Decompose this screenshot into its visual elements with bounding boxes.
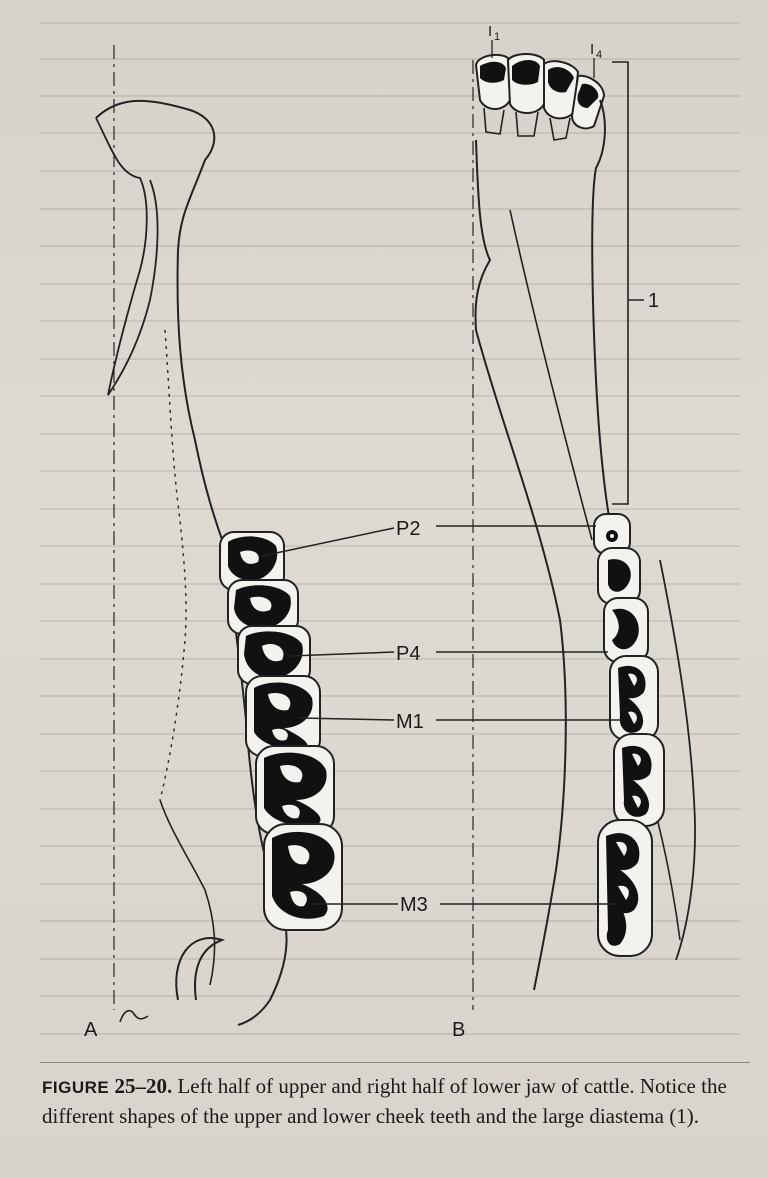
caption-rule [40, 1062, 750, 1063]
upper-palate-outline [160, 800, 215, 985]
label-m3: M3 [400, 894, 428, 916]
mandible-inner-outline [476, 140, 566, 990]
palate-dotted-line [160, 330, 186, 800]
label-p2: P2 [396, 518, 420, 540]
label-diastema: 1 [648, 290, 659, 312]
lower-tooth-p4 [604, 598, 648, 662]
panel-label-b: B [452, 1019, 465, 1041]
upper-tooth-m1 [246, 676, 320, 756]
caption-number: 25–20. [114, 1074, 172, 1098]
label-p4: P4 [396, 643, 420, 665]
caption-label: FIGURE [42, 1078, 109, 1097]
lower-incisors [476, 54, 604, 140]
small-process [120, 1011, 148, 1022]
upper-tooth-m2 [256, 746, 334, 834]
lower-tooth-p3 [598, 548, 640, 604]
panel-label-a: A [84, 1019, 98, 1041]
upper-jaw-premaxilla-outline [96, 101, 225, 548]
label-m1: M1 [396, 711, 424, 733]
figure-caption: FIGURE 25–20. Left half of upper and rig… [42, 1072, 742, 1131]
label-incisor-1: I [488, 23, 492, 40]
lower-cheek-teeth [594, 514, 664, 956]
label-incisor-1-sub: 1 [494, 31, 500, 43]
palatine-fissure [96, 118, 158, 395]
label-incisor-4: I [590, 41, 594, 58]
upper-tooth-m3 [264, 824, 342, 930]
mental-foramen-line [510, 210, 592, 540]
upper-cheek-teeth [220, 532, 342, 930]
diastema-bracket [612, 62, 644, 504]
mandible-outer-outline [592, 100, 614, 540]
mandible-ventral-outline [660, 560, 695, 960]
lower-tooth-m2 [614, 734, 664, 826]
lower-tooth-m3 [598, 820, 652, 956]
label-incisor-4-sub: 4 [596, 49, 602, 61]
jaw-illustration: P2 P4 M1 M3 A B I 1 I 4 1 [0, 0, 768, 1060]
lower-tooth-m1 [610, 656, 658, 740]
